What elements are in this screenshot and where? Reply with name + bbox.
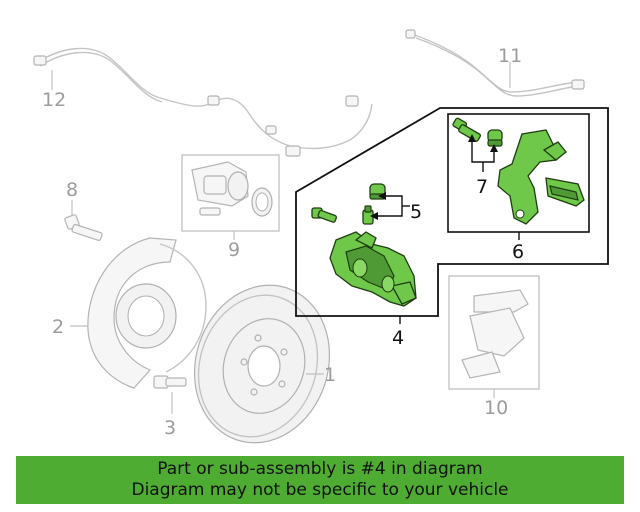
part-info-banner: Part or sub-assembly is #4 in diagram Di… [16,456,624,504]
callout-1[interactable]: 1 [324,364,336,386]
callout-3[interactable]: 3 [164,417,176,439]
part-2-splash-shield[interactable] [70,237,207,389]
callout-8[interactable]: 8 [66,179,78,201]
highlight-group-frame [295,107,609,317]
callout-9[interactable]: 9 [228,239,240,261]
callout-7[interactable]: 7 [476,176,488,198]
banner-line-1: Part or sub-assembly is #4 in diagram [157,459,483,479]
part-6-caliper-bracket[interactable] [497,129,585,240]
part-10-brake-pads[interactable] [448,275,540,398]
callout-12[interactable]: 12 [42,89,66,111]
part-3-bolt[interactable] [153,375,187,414]
callout-6[interactable]: 6 [512,241,524,263]
callout-11[interactable]: 11 [498,45,522,67]
part-11-sensor-harness[interactable] [405,29,585,97]
callout-5[interactable]: 5 [410,201,422,223]
part-12-sensor-harness[interactable] [33,47,373,157]
part-5-bleeder-kit[interactable] [362,183,410,225]
part-7-guide-pin-kit[interactable] [452,117,503,172]
part-1-brake-rotor[interactable] [175,268,350,456]
exploded-parts-diagram: 12 11 9 8 2 3 [33,29,609,456]
banner-line-2: Diagram may not be specific to your vehi… [131,480,509,500]
callout-10[interactable]: 10 [484,397,508,419]
part-8-bolt[interactable] [64,200,103,241]
part-4-brake-caliper[interactable] [311,207,417,324]
callout-2[interactable]: 2 [52,316,64,338]
callout-4[interactable]: 4 [392,327,404,349]
part-9-parking-brake-motor[interactable] [181,154,280,240]
